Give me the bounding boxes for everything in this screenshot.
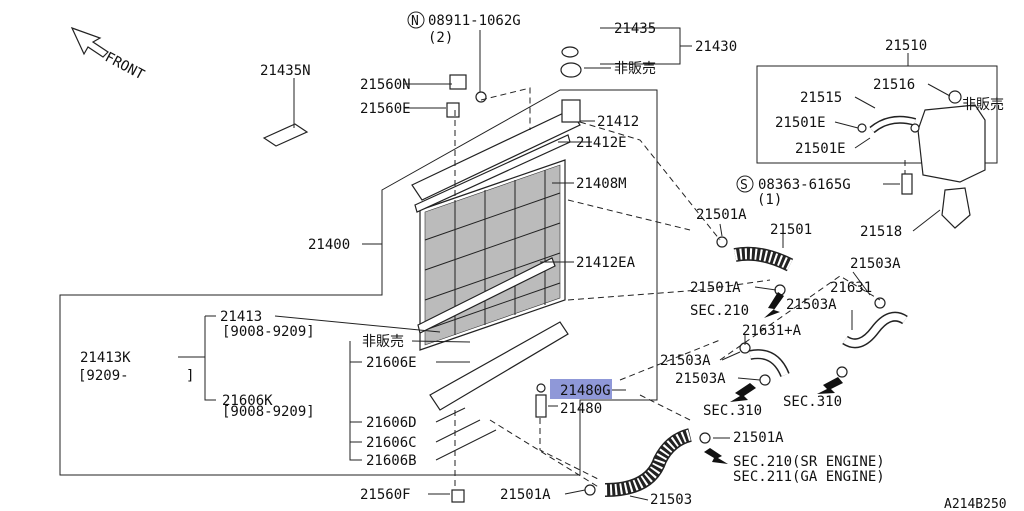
leader-lines bbox=[178, 27, 951, 501]
label-08363-qty: (1) bbox=[757, 192, 782, 208]
label-21560f: 21560F bbox=[360, 487, 411, 503]
sec310b-arrow-icon bbox=[817, 377, 843, 394]
label-08363-6165g: 08363-6165G bbox=[758, 177, 851, 193]
label-21412: 21412 bbox=[597, 114, 639, 130]
mount-rubber-lower bbox=[451, 489, 465, 503]
sec310a-arrow-icon bbox=[730, 383, 756, 402]
dashed-guide-lines bbox=[454, 87, 906, 490]
label-21503a-1: 21503A bbox=[850, 256, 901, 272]
label-21631a: 21631+A bbox=[742, 323, 802, 339]
heater-hose-b bbox=[749, 349, 790, 378]
label-sec210-sr: SEC.210(SR ENGINE) bbox=[733, 454, 885, 470]
highlight-21480g bbox=[550, 379, 612, 399]
hose-clamps bbox=[584, 123, 920, 496]
label-21515: 21515 bbox=[800, 90, 842, 106]
label-hanbai-tank: 非販売 bbox=[362, 334, 404, 350]
sec210-engine-arrow-icon bbox=[704, 448, 728, 464]
n-symbol: N bbox=[411, 14, 419, 29]
label-21606d: 21606D bbox=[366, 415, 417, 431]
radiator-core bbox=[419, 159, 566, 351]
label-21510: 21510 bbox=[885, 38, 927, 54]
radiator-frame-outline bbox=[59, 89, 658, 476]
label-21501a-3: 21501A bbox=[733, 430, 784, 446]
heater-hose-a bbox=[842, 311, 908, 349]
label-21501a-1: 21501A bbox=[696, 207, 747, 223]
label-21501e-1: 21501E bbox=[775, 115, 826, 131]
sec210-arrow-icon bbox=[764, 292, 784, 318]
label-sec310-b: SEC.310 bbox=[783, 394, 842, 410]
label-21606k-date: [9008-9209] bbox=[222, 404, 315, 420]
label-21413-date: [9008-9209] bbox=[222, 324, 315, 340]
label-21501e-2: 21501E bbox=[795, 141, 846, 157]
front-arrow-icon bbox=[70, 26, 109, 58]
label-21503: 21503 bbox=[650, 492, 692, 508]
reservoir-box-outline bbox=[756, 65, 998, 164]
label-21408m: 21408M bbox=[576, 176, 627, 192]
label-21430: 21430 bbox=[695, 39, 737, 55]
lower-tank bbox=[417, 257, 569, 411]
label-sec310-a: SEC.310 bbox=[703, 403, 762, 419]
label-08911-1062g: 08911-1062G bbox=[428, 13, 521, 29]
radiator-cap bbox=[560, 46, 582, 123]
front-label: FRONT bbox=[102, 49, 147, 83]
label-21413k-date-end: ] bbox=[186, 368, 194, 384]
label-21631: 21631 bbox=[830, 280, 872, 296]
s-symbol: S bbox=[740, 178, 748, 193]
label-21516: 21516 bbox=[873, 77, 915, 93]
reservoir-bracket bbox=[901, 173, 971, 229]
label-sec211-ga: SEC.211(GA ENGINE) bbox=[733, 469, 885, 485]
label-sec210: SEC.210 bbox=[690, 303, 749, 319]
label-21503a-3: 21503A bbox=[660, 353, 711, 369]
label-plate bbox=[262, 123, 309, 147]
s-symbol-circle bbox=[736, 175, 754, 193]
label-21503a-4: 21503A bbox=[675, 371, 726, 387]
label-21606e: 21606E bbox=[366, 355, 417, 371]
label-21412ea: 21412EA bbox=[576, 255, 636, 271]
reservoir-hose bbox=[869, 115, 917, 134]
n-symbol-circle bbox=[407, 11, 425, 29]
label-21480g: 21480G bbox=[560, 383, 611, 399]
label-21413: 21413 bbox=[220, 309, 262, 325]
label-21606c: 21606C bbox=[366, 435, 417, 451]
drawing-number: A214B250 bbox=[944, 497, 1007, 511]
label-21503a-2: 21503A bbox=[786, 297, 837, 313]
lower-hose bbox=[604, 428, 693, 497]
label-21413k: 21413K bbox=[80, 350, 131, 366]
label-hanbai-res: 非販売 bbox=[962, 97, 1004, 113]
drain-cock bbox=[535, 383, 547, 418]
label-21400: 21400 bbox=[308, 237, 350, 253]
label-21435: 21435 bbox=[614, 21, 656, 37]
label-21435n: 21435N bbox=[260, 63, 311, 79]
label-21560n: 21560N bbox=[360, 77, 411, 93]
label-08911-qty: (2) bbox=[428, 30, 453, 46]
label-21606k: 21606K bbox=[222, 393, 273, 409]
label-21480: 21480 bbox=[560, 401, 602, 417]
upper-hose bbox=[733, 246, 794, 272]
label-21412e: 21412E bbox=[576, 135, 627, 151]
label-21501a-2: 21501A bbox=[690, 280, 741, 296]
label-hanbai-cap: 非販売 bbox=[614, 61, 656, 77]
label-21518: 21518 bbox=[860, 224, 902, 240]
label-21501a-bottom: 21501A bbox=[500, 487, 551, 503]
label-21501: 21501 bbox=[770, 222, 812, 238]
label-21413k-date: [9209- bbox=[78, 368, 129, 384]
reservoir-tank bbox=[917, 90, 986, 183]
label-21606b: 21606B bbox=[366, 453, 417, 469]
label-21560e: 21560E bbox=[360, 101, 411, 117]
